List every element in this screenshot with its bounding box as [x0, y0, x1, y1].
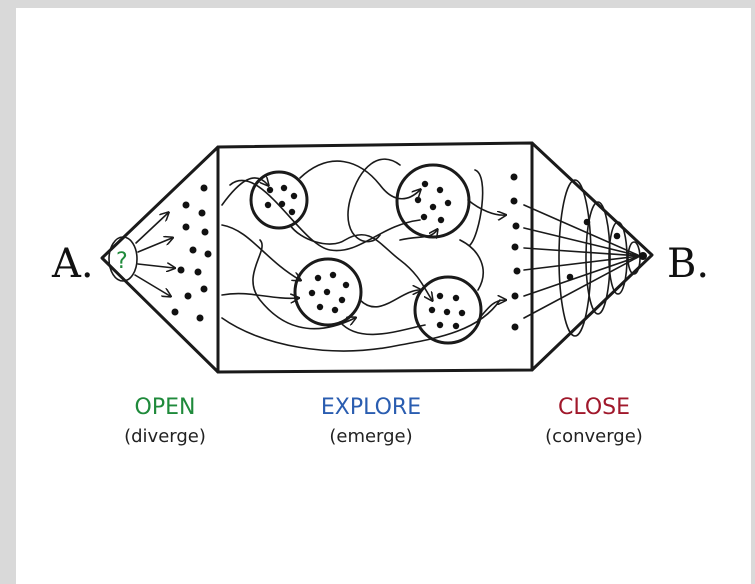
question-mark: ?: [116, 249, 128, 274]
phase-close-subtitle: (converge): [545, 426, 643, 447]
open-dots: [172, 185, 212, 322]
diagram-outline: [102, 143, 652, 372]
end-label: B.: [667, 241, 709, 287]
cluster-2: [397, 165, 469, 237]
phase-open-title: OPEN: [135, 395, 196, 420]
cluster-1: [251, 172, 307, 228]
phase-explore-subtitle: (emerge): [329, 426, 412, 447]
phase-open-subtitle: (diverge): [124, 426, 206, 447]
close-dots: [511, 174, 521, 331]
phase-close-title: CLOSE: [558, 395, 630, 420]
phase-explore-title: EXPLORE: [321, 395, 421, 420]
phase-labels: OPEN (diverge) EXPLORE (emerge) CLOSE (c…: [124, 395, 643, 447]
explore-section: [222, 159, 505, 351]
open-section: ?: [109, 185, 212, 322]
start-label: A.: [51, 241, 94, 287]
